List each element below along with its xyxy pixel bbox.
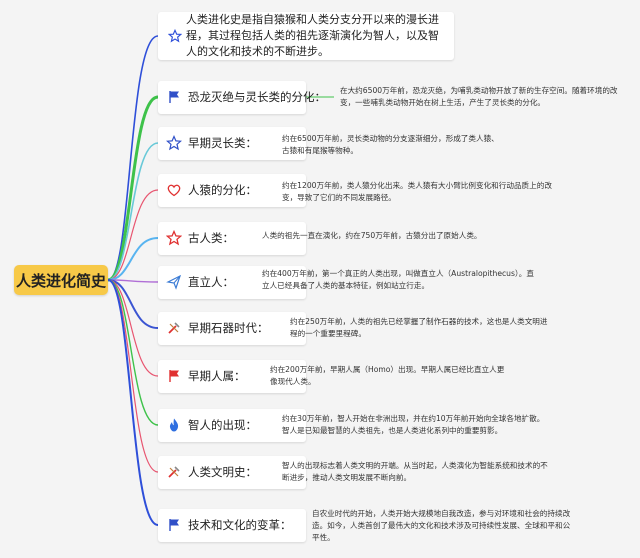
branch-label: 早期石器时代： bbox=[188, 321, 269, 335]
star-red-outline-icon bbox=[166, 230, 182, 246]
star-outline-icon bbox=[168, 29, 182, 43]
branch-description: 约在400万年前，第一个真正的人类出现，叫做直立人（Australopithec… bbox=[262, 269, 534, 290]
intro-node[interactable]: 人类进化史是指自猿猴和人类分支分开以来的漫长进程，其过程包括人类的祖先逐渐演化为… bbox=[158, 12, 454, 60]
branch-label: 直立人： bbox=[188, 275, 234, 289]
branch-connector bbox=[107, 237, 159, 281]
paper-plane-icon bbox=[166, 274, 182, 290]
branch-label: 古人类： bbox=[188, 231, 234, 245]
branch-label: 早期人属： bbox=[188, 369, 246, 383]
branch-node[interactable]: 直立人： bbox=[158, 265, 306, 299]
branch-description: 人类的祖先一直在演化，约在750万年前，古猿分出了原始人类。 bbox=[262, 231, 482, 240]
root-label: 人类进化简史 bbox=[15, 271, 106, 290]
branch-connector bbox=[107, 142, 159, 281]
branch-node[interactable]: 早期人属： bbox=[158, 359, 306, 393]
flag-red-icon bbox=[169, 370, 179, 382]
flame-icon bbox=[169, 418, 179, 432]
tools-icon bbox=[168, 322, 180, 334]
intro-connector bbox=[107, 35, 159, 281]
branch-label: 恐龙灭绝与灵长类的分化： bbox=[188, 90, 326, 104]
branch-node[interactable]: 智人的出现： bbox=[158, 408, 306, 442]
intro-text: 人类进化史是指自猿猴和人类分支分开以来的漫长进程，其过程包括人类的祖先逐渐演化为… bbox=[186, 13, 439, 58]
branch-description: 约在6500万年前，灵长类动物的分支逐渐细分，形成了类人猿、古猿和有尾猴等物种。 bbox=[282, 134, 499, 155]
branch-node[interactable]: 早期灵长类： bbox=[158, 126, 306, 160]
heart-outline-icon bbox=[167, 184, 181, 197]
flag-blue-icon bbox=[169, 91, 179, 103]
branch-node[interactable]: 早期石器时代： bbox=[158, 311, 306, 345]
root-node[interactable]: 人类进化简史 bbox=[14, 265, 108, 295]
branch-node[interactable]: 古人类： bbox=[158, 221, 306, 255]
branch-connector bbox=[107, 279, 159, 426]
branch-node[interactable]: 恐龙灭绝与灵长类的分化： bbox=[158, 80, 326, 114]
branch-label: 人猿的分化： bbox=[188, 183, 257, 197]
branch-label: 人类文明史： bbox=[188, 465, 257, 479]
branch-node[interactable]: 人猿的分化： bbox=[158, 173, 306, 207]
branch-connector bbox=[107, 279, 159, 526]
branch-description: 智人的出现标志着人类文明的开端。从当时起，人类演化为智能系统和技术的不断进步，推… bbox=[282, 461, 548, 482]
branch-connector bbox=[107, 189, 159, 281]
branch-label: 智人的出现： bbox=[188, 418, 257, 432]
branch-node[interactable]: 人类文明史： bbox=[158, 455, 306, 489]
star-outline-icon bbox=[166, 135, 182, 151]
branch-connector bbox=[107, 279, 159, 377]
tools-icon bbox=[168, 466, 180, 478]
branch-description: 自农业时代的开始，人类开始大规模地自我改造，参与对环境和社会的持续改造。如今，人… bbox=[312, 509, 571, 542]
branch-description: 约在200万年前，早期人属（Homo）出现。早期人属已经比直立人更像现代人类。 bbox=[270, 365, 505, 386]
branch-description: 约在1200万年前，类人猿分化出来。类人猿有大小臂比例变化和行动品质上的改变，导… bbox=[282, 181, 552, 202]
branch-description: 约在30万年前，智人开始在非洲出现，并在约10万年前开始向全球各地扩散。智人是已… bbox=[282, 414, 545, 435]
branch-connector bbox=[107, 95, 159, 282]
flag-blue-icon bbox=[169, 519, 179, 531]
branch-label: 早期灵长类： bbox=[188, 136, 257, 150]
branch-description: 在大约6500万年前，恐龙灭绝，为哺乳类动物开放了新的生存空间。随着环境的改变，… bbox=[340, 86, 618, 107]
branch-node[interactable]: 技术和文化的变革： bbox=[158, 508, 306, 542]
branch-description: 约在250万年前，人类的祖先已经掌握了制作石器的技术，这也是人类文明进程的一个重… bbox=[290, 317, 548, 338]
branch-connector bbox=[107, 279, 159, 329]
branch-label: 技术和文化的变革： bbox=[188, 518, 292, 532]
